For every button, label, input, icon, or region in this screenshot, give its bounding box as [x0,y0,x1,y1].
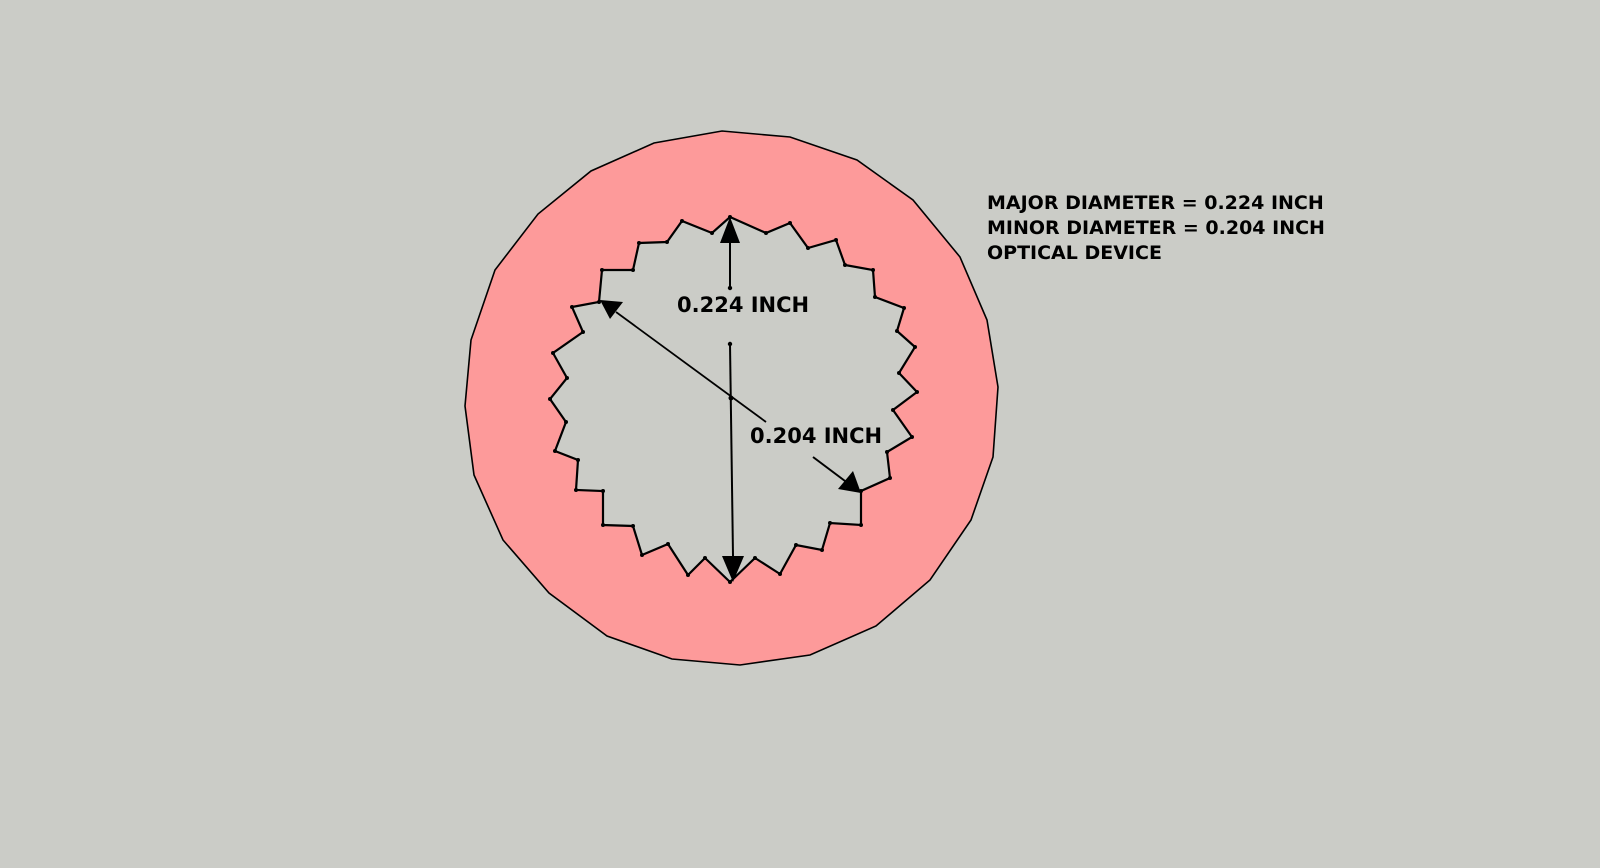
device-note: OPTICAL DEVICE [987,242,1162,264]
major-diameter-label: 0.224 INCH [677,293,809,317]
major-diameter-dimension [720,217,744,582]
spec-notes: MAJOR DIAMETER = 0.224 INCH MINOR DIAMET… [987,191,1325,266]
minor-diameter-label: 0.204 INCH [750,424,882,448]
gear-vertex-dots [548,215,919,584]
major-diameter-note: MAJOR DIAMETER = 0.224 INCH [987,192,1324,214]
minor-diameter-note: MINOR DIAMETER = 0.204 INCH [987,217,1325,239]
minor-diameter-dimension [600,300,861,493]
